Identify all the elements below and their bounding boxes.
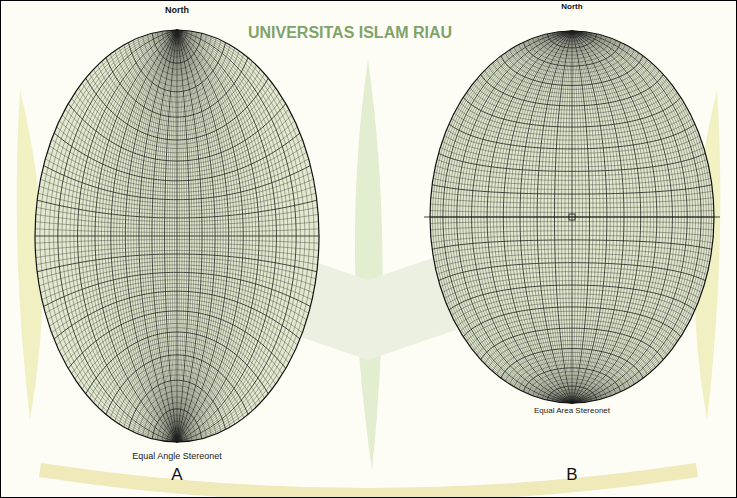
watermark-text: UNIVERSITAS ISLAM RIAU	[248, 24, 452, 42]
net-caption: Equal Angle Stereonet	[132, 452, 222, 462]
equal-angle-net	[35, 30, 319, 442]
east-west-axis	[424, 217, 720, 218]
center-mark	[569, 214, 575, 220]
equal-area-net	[424, 31, 720, 403]
north-label: North	[561, 3, 582, 12]
net-ground	[35, 30, 319, 442]
north-label: North	[165, 6, 189, 16]
net-line	[35, 236, 319, 237]
net-caption: Equal Area Stereonet	[534, 407, 610, 416]
panel-letter: A	[171, 466, 182, 485]
panel-letter: B	[566, 466, 577, 485]
primitive-circle	[35, 30, 319, 442]
